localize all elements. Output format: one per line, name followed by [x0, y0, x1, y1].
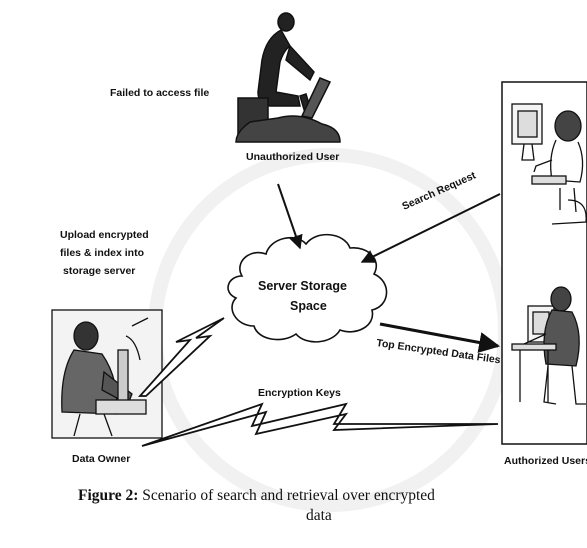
lightning-encryption-keys [141, 402, 499, 447]
arrow-unauthorized-to-cloud [277, 183, 303, 250]
authorized-user-figure-1 [511, 103, 587, 225]
unauthorized-user-label: Unauthorized User [246, 151, 339, 163]
data-owner-figure [51, 309, 163, 439]
upload-label-line3: storage server [63, 265, 135, 277]
cloud-label-line2: Space [290, 299, 327, 313]
upload-label-line2: files & index into [60, 247, 144, 259]
upload-label-line1: Upload encrypted [60, 229, 149, 241]
cloud-label-line1: Server Storage [258, 279, 347, 293]
encryption-keys-label: Encryption Keys [258, 387, 341, 399]
figure-caption-label: Figure 2: [78, 487, 138, 504]
authorized-users-label: Authorized Users [504, 455, 587, 467]
figure-caption-text: Scenario of search and retrieval over en… [138, 487, 435, 504]
arrow-top-files [379, 322, 501, 353]
figure-caption-line2: data [306, 507, 332, 524]
top-files-label: Top Encrypted Data Files [376, 337, 502, 366]
lightning-upload [137, 317, 225, 397]
arrow-search-request [360, 193, 501, 263]
data-owner-label: Data Owner [72, 453, 130, 465]
unauthorized-user-figure [235, 12, 341, 143]
authorized-user-figure-2 [511, 286, 586, 405]
failed-access-label: Failed to access file [110, 87, 209, 99]
figure-caption-line1: Figure 2: Scenario of search and retriev… [78, 487, 435, 504]
